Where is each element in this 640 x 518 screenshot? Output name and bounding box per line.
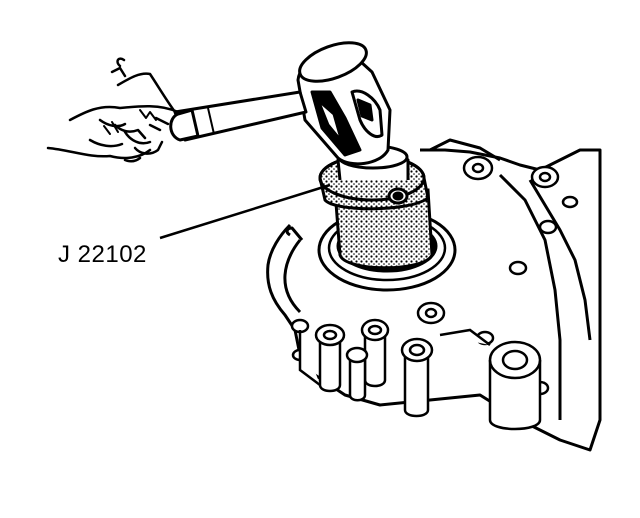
case-cover-plate [266,138,602,452]
hand [46,57,180,163]
callout-leader-line [159,183,331,240]
hammer-head [296,41,392,166]
hammer-handle [169,90,308,142]
tool-callout-label: J 22102 [58,241,147,268]
valve-body [298,318,542,431]
